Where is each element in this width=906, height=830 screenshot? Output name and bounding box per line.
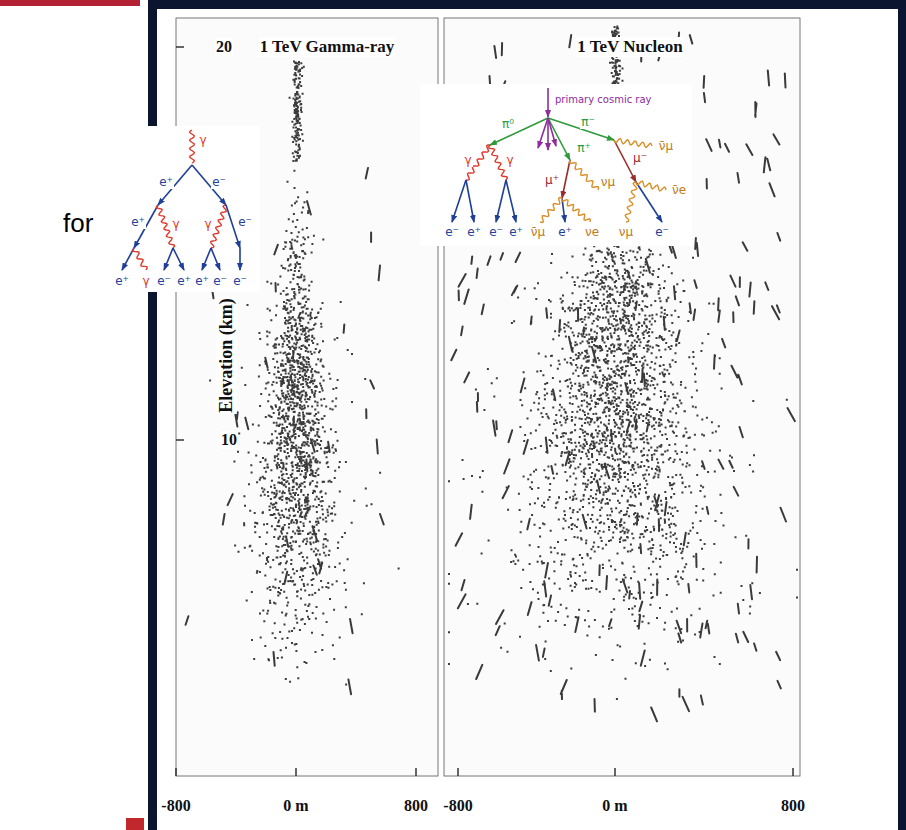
particle-wave-track xyxy=(211,205,226,248)
particle-label: μ⁻ xyxy=(632,151,648,165)
particle-label: νμ xyxy=(600,175,616,189)
particle-wave-track xyxy=(569,160,598,190)
particle-wave-track xyxy=(190,130,195,163)
particle-wave-track xyxy=(636,181,666,191)
cascade-inset xyxy=(420,84,692,246)
particle-label: ν̄μ xyxy=(658,139,674,153)
particle-label: e⁻ xyxy=(654,225,670,239)
plot-ground xyxy=(157,9,898,830)
shower-simulation xyxy=(186,25,798,721)
slide-red-bar xyxy=(0,0,140,6)
tick xyxy=(792,768,794,776)
particle-track xyxy=(211,248,220,270)
particle-track xyxy=(562,160,570,198)
particle-label: μ⁺ xyxy=(544,173,560,187)
tick xyxy=(415,768,417,776)
particle-tracks xyxy=(122,88,666,270)
axis-tick-label: 800 xyxy=(403,797,429,815)
particle-track xyxy=(538,118,548,148)
slide-text: for xyxy=(62,208,94,239)
axis-title: Elevation (km) xyxy=(216,297,237,414)
particle-label: e⁻ xyxy=(212,274,228,288)
axis-tick-label: -800 xyxy=(160,797,191,815)
axis-ticks xyxy=(176,47,793,776)
particle-label: π⁺ xyxy=(576,141,592,155)
particle-label: e⁺ xyxy=(508,225,524,239)
particle-label: e⁺ xyxy=(194,274,210,288)
particle-wave-track xyxy=(540,198,562,223)
particle-label: e⁺ xyxy=(466,225,482,239)
tick xyxy=(175,768,177,776)
axis-tick-label: 10 xyxy=(220,431,238,449)
particle-label: γ xyxy=(171,217,180,231)
axis-tick-label: 20 xyxy=(215,38,233,56)
particle-label: γ xyxy=(505,153,514,167)
particle-label: e⁻ xyxy=(237,215,253,229)
particle-label: primary cosmic ray xyxy=(554,94,653,105)
particle-label: e⁻ xyxy=(488,225,504,239)
cascade-inset xyxy=(106,126,260,292)
axis-tick-label: 0 m xyxy=(601,797,628,815)
particle-track xyxy=(239,248,241,270)
particle-label: e⁻ xyxy=(156,274,172,288)
tick xyxy=(176,46,184,48)
particle-label: e⁺ xyxy=(176,274,192,288)
particle-track xyxy=(173,248,184,270)
particle-label: e⁺ xyxy=(114,274,130,288)
particle-label: γ xyxy=(141,274,150,288)
particle-label: e⁺ xyxy=(557,225,573,239)
panel-title: 1 TeV Gamma-ray xyxy=(259,37,396,57)
particle-wave-track xyxy=(133,248,147,270)
slide-red-fragment xyxy=(126,818,144,830)
particle-label: e⁻ xyxy=(444,225,460,239)
particle-track xyxy=(158,165,192,205)
particle-track xyxy=(122,248,134,270)
particle-track xyxy=(496,180,506,222)
axis-tick-label: 0 m xyxy=(282,797,309,815)
particle-label: ν̄e xyxy=(671,183,687,197)
tick xyxy=(614,768,616,776)
particle-label: νe xyxy=(584,225,600,239)
particle-track xyxy=(202,248,211,270)
particle-label: νμ xyxy=(618,225,634,239)
particle-track xyxy=(548,118,556,146)
particle-label: γ xyxy=(203,217,212,231)
particle-track xyxy=(490,118,548,145)
particle-track xyxy=(452,180,466,222)
tick xyxy=(457,768,459,776)
particle-label: e⁺ xyxy=(130,215,146,229)
particle-label: π⁰ xyxy=(501,117,515,131)
particle-label: e⁻ xyxy=(232,274,248,288)
particle-track xyxy=(506,180,516,222)
particle-track xyxy=(547,88,549,117)
particle-track xyxy=(192,165,226,205)
panel-title: 1 TeV Nucleon xyxy=(576,37,684,57)
particle-wave-track xyxy=(625,182,637,222)
slide-ground xyxy=(0,0,148,830)
particle-track xyxy=(548,118,570,160)
particle-track xyxy=(466,180,474,222)
particle-label: γ xyxy=(463,153,472,167)
particle-label: γ xyxy=(198,133,207,147)
particle-wave-track xyxy=(562,198,591,222)
particle-label: ν̄μ xyxy=(530,225,546,239)
tick xyxy=(176,439,184,441)
particle-label: e⁺ xyxy=(158,175,174,189)
particle-label: π⁻ xyxy=(580,115,596,129)
tick xyxy=(295,768,297,776)
particle-wave-track xyxy=(614,139,652,148)
particle-label: e⁻ xyxy=(211,175,227,189)
particle-track xyxy=(164,248,173,270)
navy-panel xyxy=(148,0,906,830)
axis-tick-label: 800 xyxy=(780,797,806,815)
axis-tick-label: -800 xyxy=(442,797,473,815)
